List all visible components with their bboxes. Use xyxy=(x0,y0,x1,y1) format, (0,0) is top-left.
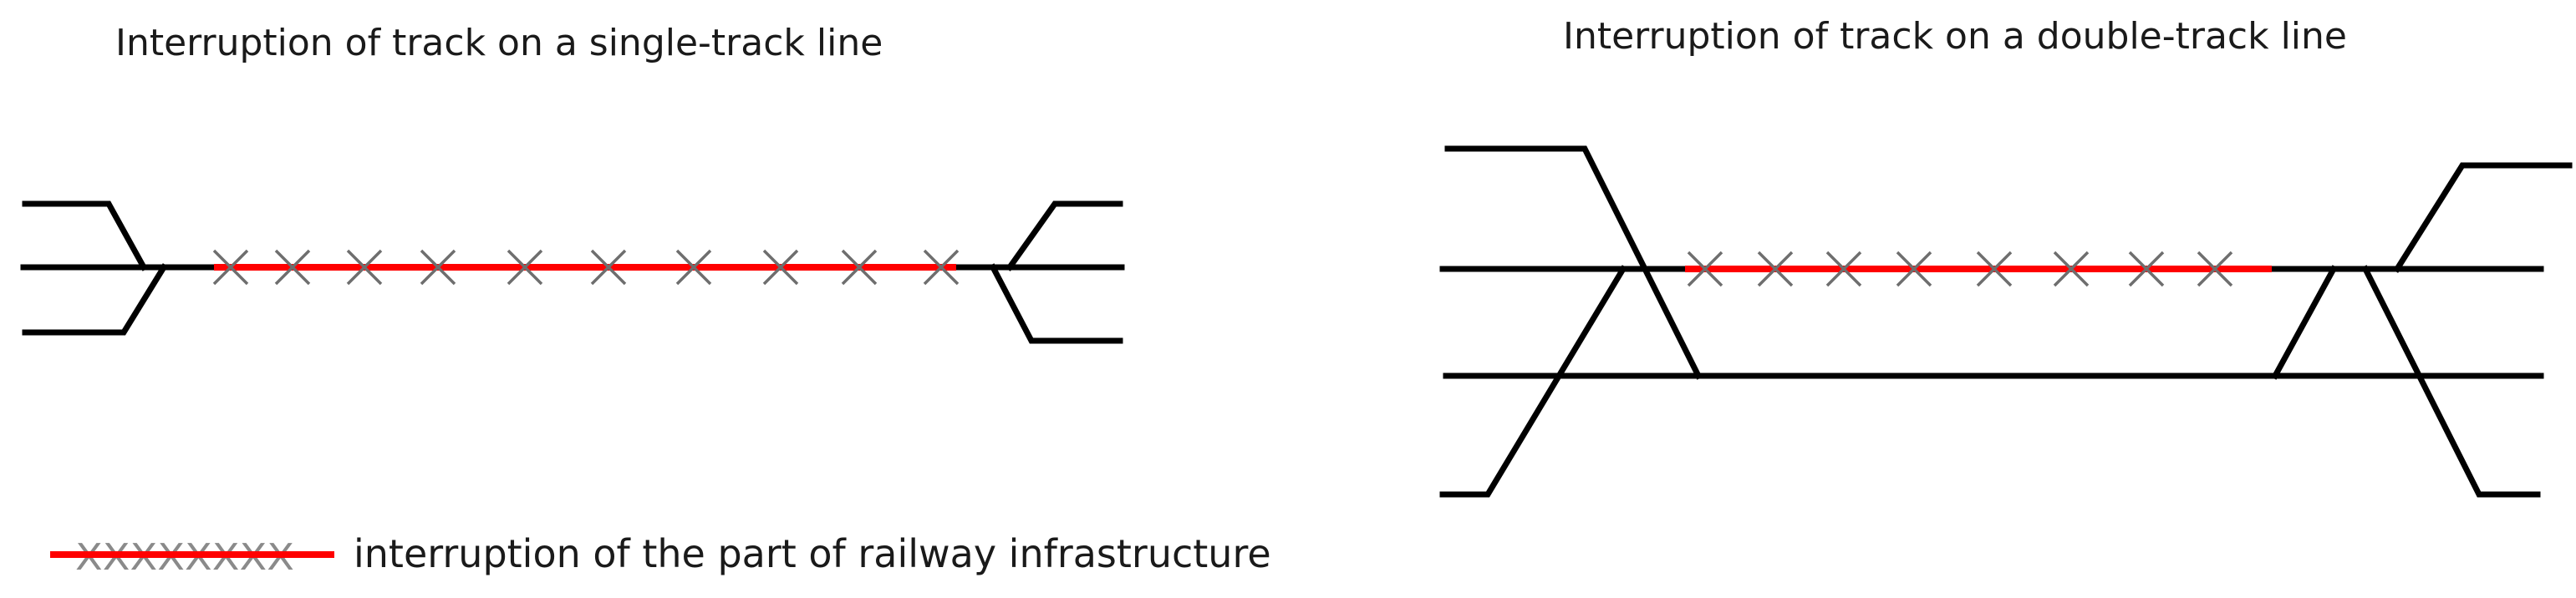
left-lower-crossover xyxy=(1439,265,1627,498)
right-fan-lower-track xyxy=(989,263,1123,344)
legend-symbol: XXXXXXXX xyxy=(50,536,334,579)
double-track-title: Interruption of track on a double-track … xyxy=(1563,15,2347,58)
cross-mark xyxy=(1825,251,1862,287)
single-track-title: Interruption of track on a single-track … xyxy=(115,22,883,64)
left-upper-crossover xyxy=(1444,145,1703,380)
cross-mark xyxy=(762,249,799,286)
cross-mark xyxy=(1687,251,1723,287)
cross-mark xyxy=(1896,251,1932,287)
right-upper-crossover xyxy=(2393,162,2573,273)
cross-mark xyxy=(212,249,249,286)
cross-mark xyxy=(2053,251,2090,287)
cross-mark xyxy=(923,249,960,286)
double-track-diagram xyxy=(1439,145,2573,498)
cross-mark xyxy=(675,249,712,286)
cross-mark xyxy=(2128,251,2165,287)
right-fan-upper-track xyxy=(1005,200,1123,271)
cross-mark xyxy=(1976,251,2013,287)
legend-description: interruption of the part of railway infr… xyxy=(354,531,1271,576)
cross-mark xyxy=(346,249,383,286)
left-fan-upper-track xyxy=(22,200,148,271)
cross-mark xyxy=(507,249,543,286)
single-track-cross-marks xyxy=(212,249,960,286)
cross-mark xyxy=(274,249,311,286)
double-track-cross-marks xyxy=(1687,251,2233,287)
right-left-crossover xyxy=(2271,265,2338,380)
cross-mark xyxy=(1757,251,1794,287)
cross-mark xyxy=(590,249,627,286)
left-fan-lower-track xyxy=(22,263,168,336)
single-track-diagram xyxy=(20,200,1125,344)
cross-mark xyxy=(841,249,878,286)
cross-mark xyxy=(2197,251,2233,287)
right-lower-crossover xyxy=(2361,265,2541,498)
cross-mark xyxy=(420,249,456,286)
